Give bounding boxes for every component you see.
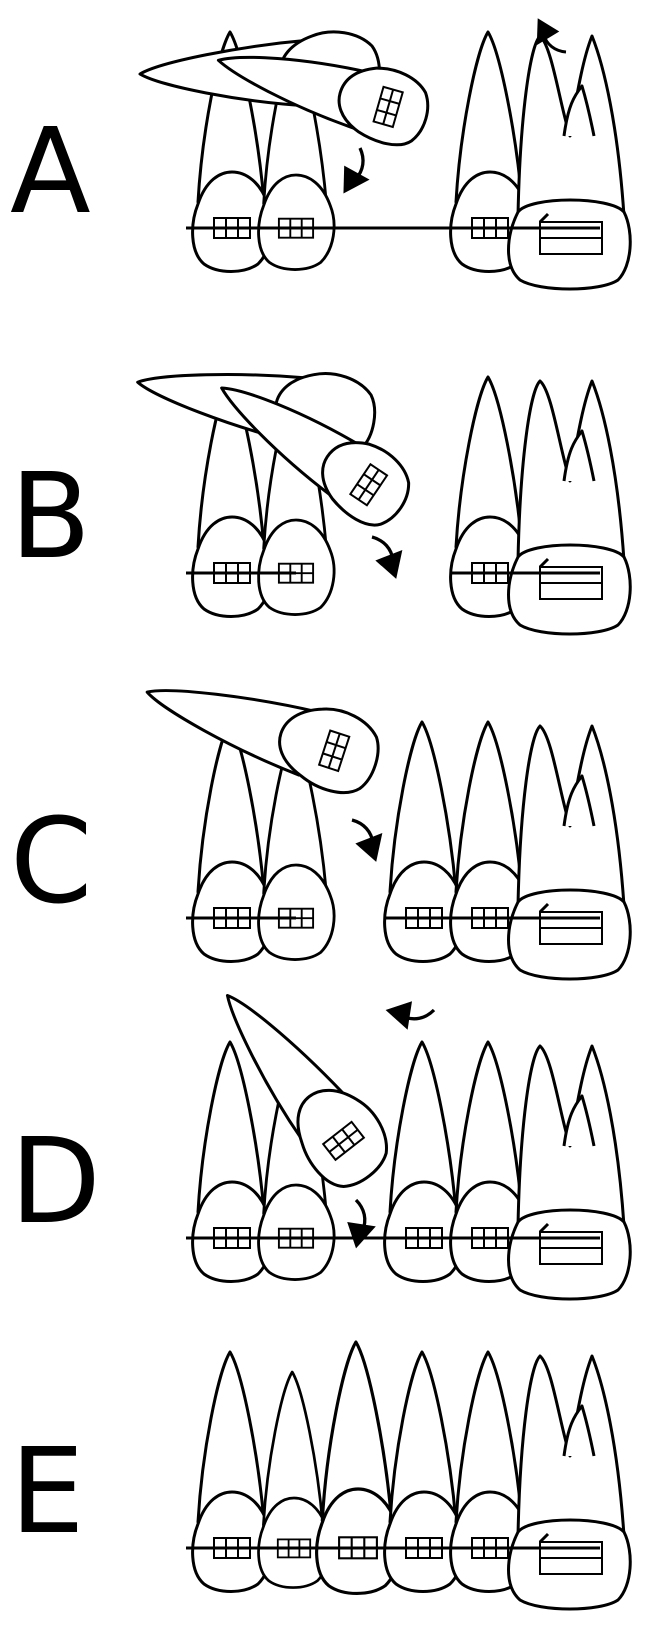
panel-d: D [0,1010,654,1340]
panel-d-illustration [0,1010,654,1340]
molar-tooth [509,381,631,634]
panel-e-illustration [0,1320,654,1650]
panel-c-illustration [0,690,654,1020]
arrow-down-icon [344,810,393,866]
arrow-down-icon [364,527,413,583]
molar-tooth [509,726,631,979]
molar-tooth [509,1356,631,1609]
panel-b: B [0,345,654,675]
panel-a: A [0,0,654,330]
arrow-down-icon [347,1200,376,1248]
molar-tooth [509,1046,631,1299]
molar-tooth [509,36,631,289]
arrow-down-icon [335,145,378,200]
panel-e: E [0,1320,654,1650]
panel-a-illustration [0,0,654,330]
panel-c: C [0,690,654,1020]
panel-b-illustration [0,345,654,675]
